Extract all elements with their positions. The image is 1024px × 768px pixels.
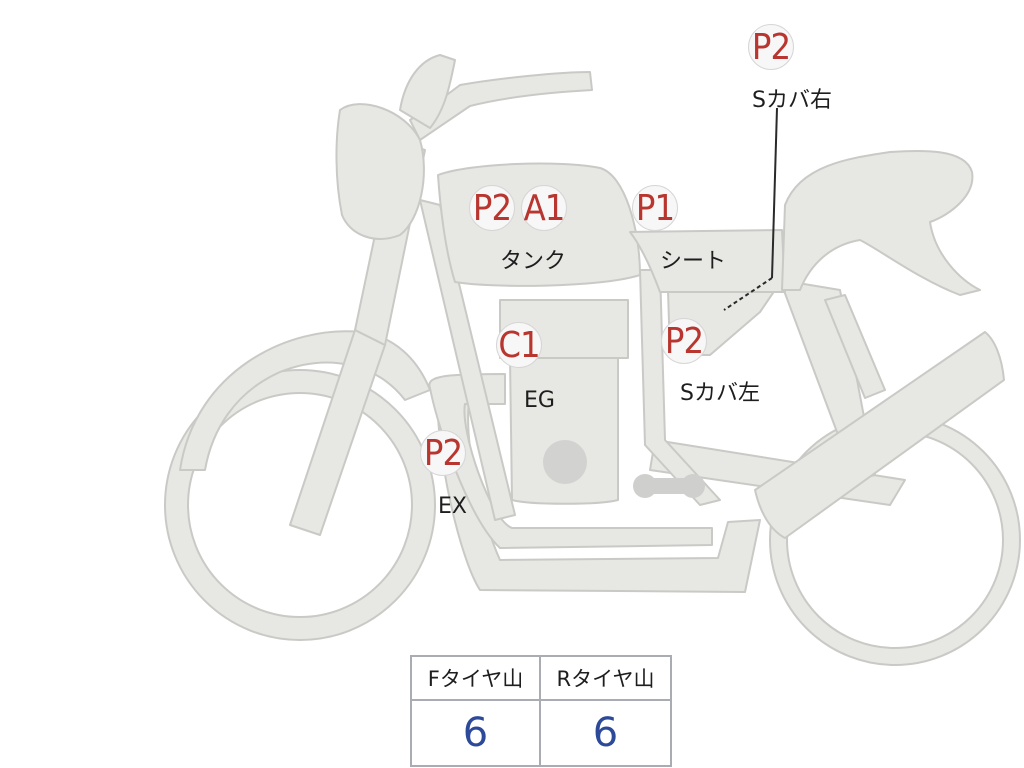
grade-badge-tank-paint: P2 [469,185,515,231]
label-side-cover-right: Sカバ右 [752,88,832,113]
handlebar [409,71,593,141]
label-side-cover-left: Sカバ左 [680,381,760,406]
grade-badge-tank-dent: A1 [521,185,567,231]
engine-cover [543,440,587,484]
grade-badge-side-cover-left: P2 [661,318,707,364]
tail-cowl [781,149,981,296]
rear-tire-header: Rタイヤ山 [541,657,670,701]
label-seat: シート [660,249,727,274]
grade-badge-exhaust: P2 [420,430,466,476]
label-engine: EG [524,388,555,413]
grade-badge-seat: P1 [632,185,678,231]
headlight [335,103,425,240]
muffler [754,331,1005,539]
front-tire-header: Fタイヤ山 [412,657,541,701]
grade-badge-side-cover-right: P2 [748,24,794,70]
grade-badge-engine: C1 [496,322,542,368]
front-tire-value: 6 [412,701,541,765]
seat [629,229,786,293]
frame-downtube [419,199,516,521]
label-exhaust: EX [438,494,467,519]
label-tank: タンク [500,249,567,274]
tire-tread-table: Fタイヤ山 Rタイヤ山 6 6 [410,655,672,767]
rear-tire-value: 6 [592,710,619,756]
